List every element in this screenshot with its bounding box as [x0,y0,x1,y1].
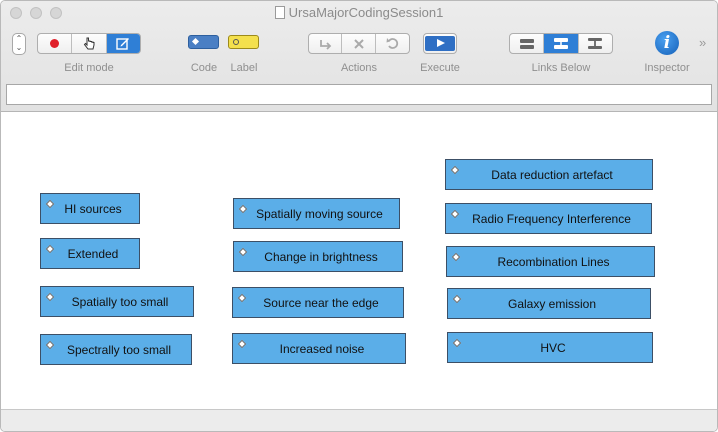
node-diamond-icon [237,339,247,349]
hierarchy-view-button[interactable] [579,34,612,53]
node-diamond-icon [451,252,461,262]
window-title: UrsaMajorCodingSession1 [1,5,717,20]
edit-mode-segmented [37,33,141,54]
code-diamond-icon [191,37,200,46]
node-diamond-icon [452,338,462,348]
links-below-label: Links Below [531,62,591,74]
edit-mode-button[interactable] [106,34,140,53]
record-icon [50,39,60,48]
node-spatially-moving-source[interactable]: Spatially moving source [233,198,400,229]
node-spatially-too-small[interactable]: Spatially too small [40,286,194,317]
search-input[interactable] [6,84,712,105]
node-diamond-icon [45,292,55,302]
delete-action-button[interactable] [342,34,376,53]
node-data-reduction-artefact[interactable]: Data reduction artefact [445,159,653,190]
node-spectrally-too-small[interactable]: Spectrally too small [40,334,192,365]
node-diamond-icon [45,244,55,254]
node-extended[interactable]: Extended [40,238,140,269]
node-label: Extended [67,246,119,261]
links-below-segmented [509,33,613,54]
code-label: Code [190,62,218,74]
list-view-icon [519,38,534,49]
node-change-in-brightness[interactable]: Change in brightness [233,241,403,272]
document-icon [274,6,285,19]
node-diamond-icon [45,199,55,209]
browse-mode-button[interactable] [72,34,107,53]
node-source-near-the-edge[interactable]: Source near the edge [232,287,404,318]
node-label: Data reduction artefact [491,167,613,182]
node-diamond-icon [237,293,247,303]
close-window-button[interactable] [10,7,22,19]
link-action-button[interactable] [309,34,343,53]
node-diamond-icon [45,340,55,350]
chevron-down-icon[interactable]: ⌄ [15,43,23,52]
execute-button[interactable] [423,33,457,54]
label-button[interactable] [228,35,259,49]
node-diamond-icon [450,165,460,175]
inspector-info-icon[interactable]: i [655,31,679,55]
toolbar-overflow-icon[interactable]: » [699,35,707,50]
hand-pointer-icon [83,37,95,50]
node-recombination-lines[interactable]: Recombination Lines [446,246,655,277]
status-bar [1,409,717,431]
tree-view-icon [553,38,568,49]
node-label: Source near the edge [263,295,379,310]
node-hi-sources[interactable]: HI sources [40,193,140,224]
node-diamond-icon [450,209,460,219]
tree-view-button[interactable] [544,34,579,53]
code-button[interactable] [188,35,219,49]
record-mode-button[interactable] [38,34,73,53]
node-label: HI sources [64,201,122,216]
link-arrow-icon [320,39,332,50]
zoom-window-button[interactable] [50,7,62,19]
node-label: Change in brightness [264,249,378,264]
undo-icon [386,38,398,49]
node-hvc[interactable]: HVC [447,332,653,363]
node-diamond-icon [238,247,248,257]
list-view-button[interactable] [510,34,545,53]
label-label: Label [230,62,258,74]
node-label: Increased noise [279,341,365,356]
execute-label: Execute [420,62,460,74]
inspector-label: Inspector [644,62,690,74]
edit-icon [116,38,130,50]
map-canvas[interactable]: HI sources Extended Spatially too small … [1,112,717,409]
toolbar-area: UrsaMajorCodingSession1 ⌃ ⌄ Edit mode Co… [1,1,717,112]
node-label: HVC [540,340,566,355]
play-icon [425,36,455,51]
window-title-text: UrsaMajorCodingSession1 [288,5,444,20]
node-diamond-icon [238,204,248,214]
node-increased-noise[interactable]: Increased noise [232,333,406,364]
minimize-window-button[interactable] [30,7,42,19]
node-diamond-icon [452,294,462,304]
node-label: Recombination Lines [497,254,610,269]
chevron-up-icon[interactable]: ⌃ [15,34,23,43]
node-radio-frequency-interference[interactable]: Radio Frequency Interference [445,203,652,234]
node-label: Radio Frequency Interference [472,211,631,226]
delete-x-icon [353,38,364,49]
node-label: Spatially too small [71,294,169,309]
node-label: Spectrally too small [66,342,172,357]
actions-label: Actions [340,62,378,74]
undo-action-button[interactable] [376,34,409,53]
edit-mode-label: Edit mode [64,62,114,74]
node-label: Spatially moving source [256,206,383,221]
node-label: Galaxy emission [507,296,597,311]
mode-stepper[interactable]: ⌃ ⌄ [12,33,26,55]
node-galaxy-emission[interactable]: Galaxy emission [447,288,651,319]
label-circle-icon [233,39,239,45]
hierarchy-view-icon [588,38,603,49]
actions-segmented [308,33,410,54]
